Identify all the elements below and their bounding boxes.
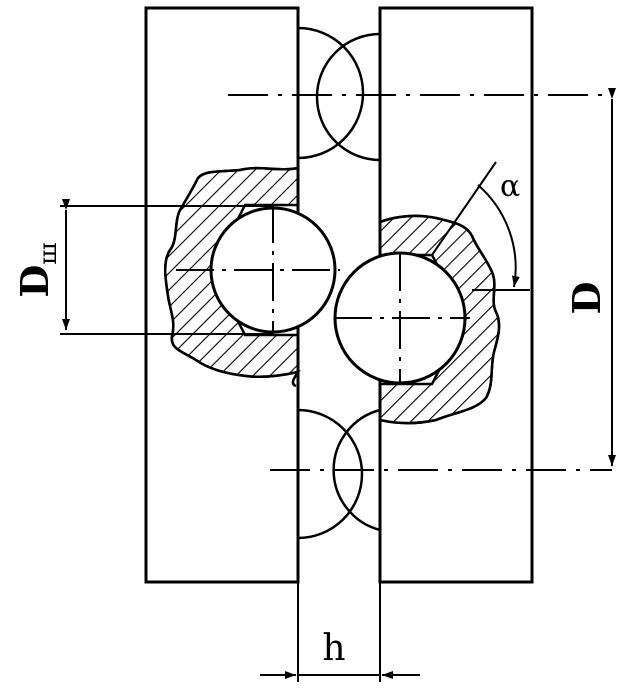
label-alpha: α bbox=[500, 169, 520, 204]
contact-angle bbox=[431, 161, 530, 291]
label-dsh-sub: ш bbox=[34, 242, 62, 264]
h-dimension bbox=[260, 582, 420, 682]
angle-arc bbox=[477, 184, 520, 288]
center-lines bbox=[176, 94, 612, 471]
lower-left-ball-arc bbox=[297, 408, 364, 540]
label-d-rotated: D bbox=[564, 282, 609, 315]
label-dsh-rotated: Dш bbox=[12, 242, 62, 297]
ball-diameter-dimension bbox=[60, 199, 273, 335]
contact-line bbox=[431, 161, 497, 256]
label-d: D bbox=[564, 282, 609, 315]
lower-right-ball-arc bbox=[332, 408, 381, 532]
label-dsh-main: D bbox=[12, 265, 57, 298]
right-breakout-outline bbox=[379, 214, 501, 425]
left-breakout-outline bbox=[164, 166, 301, 388]
upper-balls bbox=[297, 26, 381, 540]
upper-left-ball-arc bbox=[297, 26, 365, 160]
upper-right-ball-arc bbox=[315, 32, 381, 162]
label-dsh: Dш bbox=[12, 242, 62, 297]
label-h: h bbox=[322, 628, 345, 669]
